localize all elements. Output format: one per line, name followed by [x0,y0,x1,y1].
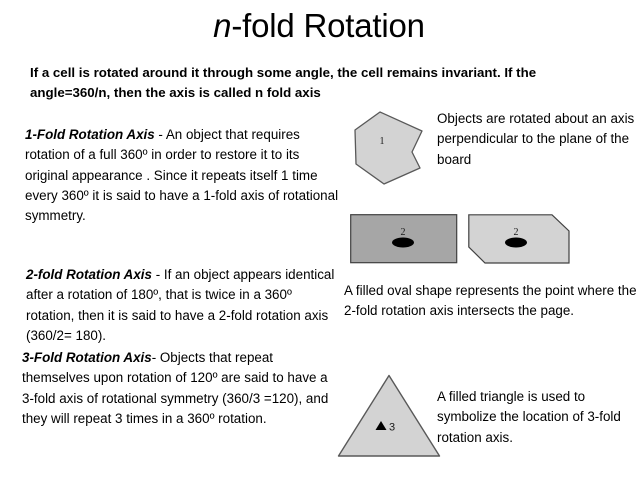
definition-two-fold-text: - If an object appears identical after a… [26,267,335,343]
definition-three-fold-lead: 3-Fold Rotation Axis [22,350,152,365]
figure-two-fold-rectangle: 2 [350,214,458,264]
note-filled-triangle: A filled triangle is used to symbolize t… [437,389,621,445]
blob-label: 1 [380,136,385,147]
definition-one-fold: 1-Fold Rotation Axis - An object that re… [25,125,340,226]
three-fold-triangle-icon [375,421,387,430]
triangle-label: 3 [389,422,395,434]
blob-outline [354,111,423,185]
figure-two-fold-hexagon: 2 [468,214,570,264]
figure-three-fold-triangle: 3 [337,374,441,457]
hexagon-label: 2 [514,227,519,238]
definition-one-fold-text: - An object that requires rotation of a … [25,127,339,224]
definition-two-fold-lead: 2-fold Rotation Axis [26,267,152,282]
intro-paragraph: If a cell is rotated around it through s… [30,65,537,100]
note-filled-oval: A filled oval shape represents the point… [344,283,637,319]
note-axis-perpendicular: Objects are rotated about an axis perpen… [437,111,635,167]
page-title: n-fold Rotation [0,6,638,46]
page-title-rest: -fold Rotation [231,7,425,44]
definition-three-fold-text: - Objects that repeat themselves upon ro… [22,350,329,426]
figure-one-fold-blob: 1 [354,111,423,185]
definition-one-fold-lead: 1-Fold Rotation Axis [25,127,155,142]
definition-three-fold: 3-Fold Rotation Axis- Objects that repea… [22,348,342,429]
rectangle-label: 2 [401,227,406,238]
two-fold-oval-icon [505,237,527,248]
two-fold-oval-icon [392,237,414,248]
page-title-italic-n: n [213,7,232,44]
definition-two-fold: 2-fold Rotation Axis - If an object appe… [26,265,338,346]
triangle-outline [337,374,441,457]
